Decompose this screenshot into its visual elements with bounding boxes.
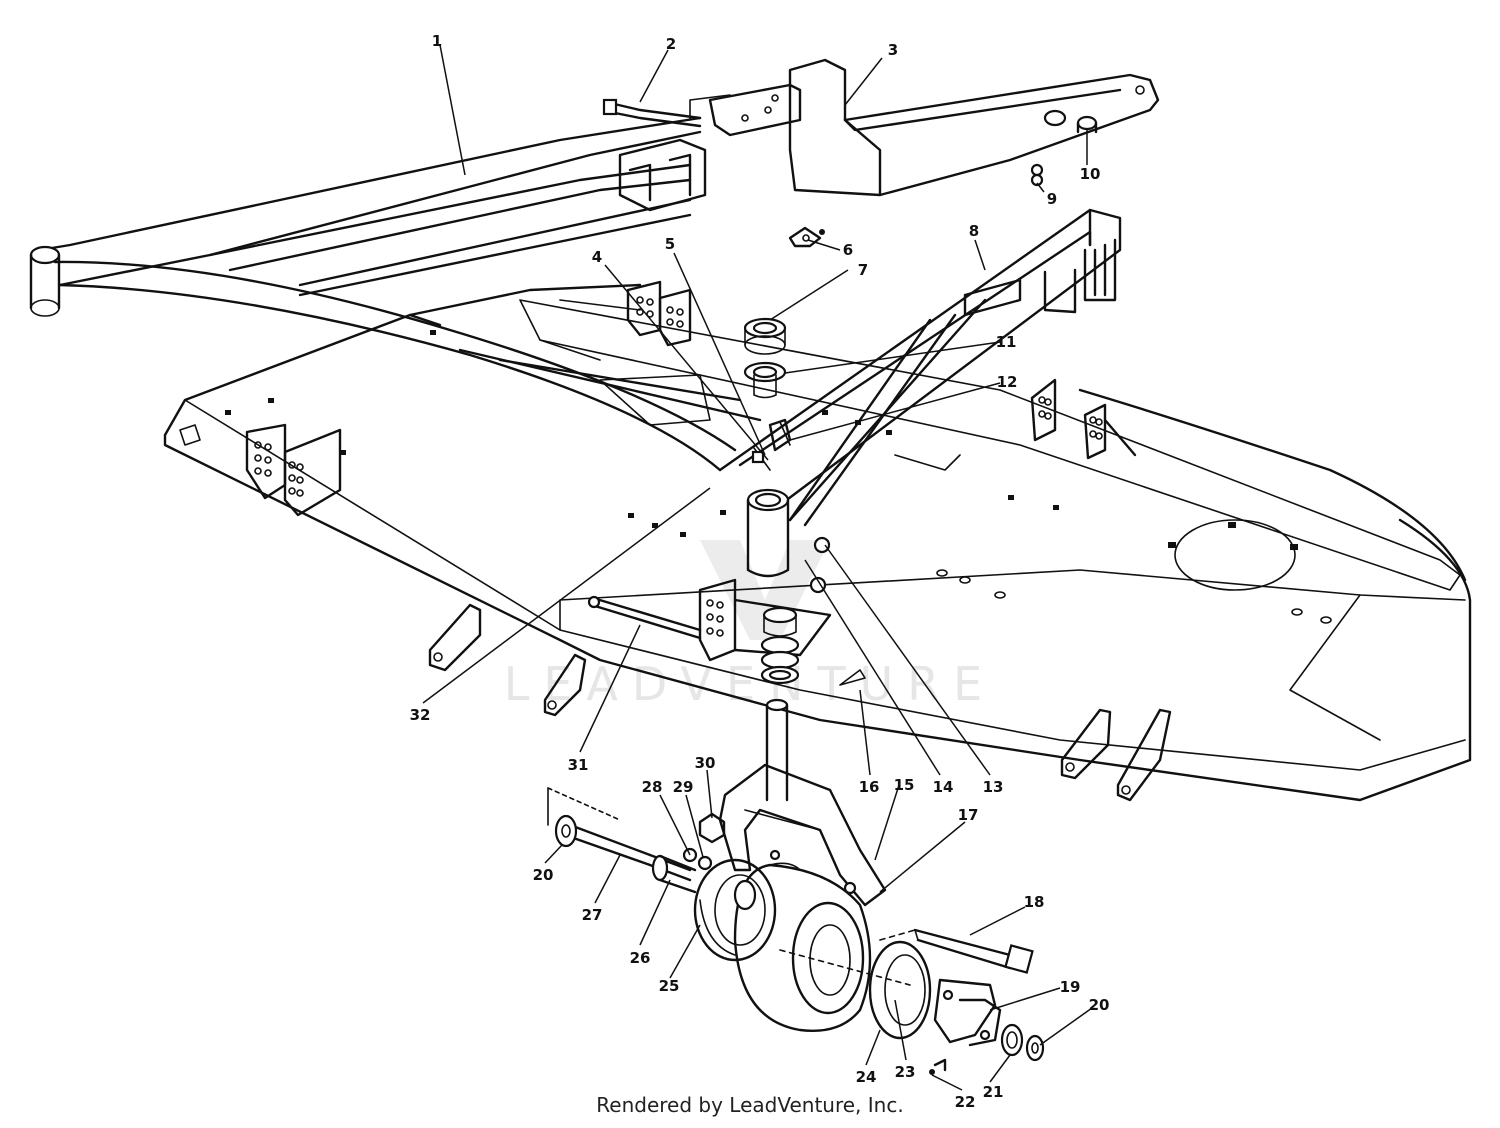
callout-16: 16 — [859, 778, 880, 796]
callout-labels: 1 2 3 4 5 6 7 8 9 10 11 12 13 14 15 16 1… — [410, 32, 1110, 1111]
callout-28: 28 — [642, 778, 663, 796]
hitch-frame — [29, 116, 762, 472]
hitch-bracket — [689, 58, 1160, 197]
callout-23: 23 — [895, 1063, 916, 1081]
deck-skids — [428, 603, 1172, 802]
callout-19: 19 — [1060, 978, 1081, 996]
deck-hangers — [245, 280, 1137, 517]
leader-lines — [422, 44, 1093, 1091]
callout-29: 29 — [673, 778, 694, 796]
callout-9: 9 — [1047, 190, 1057, 208]
deck-holes — [225, 330, 1332, 624]
callout-12: 12 — [997, 373, 1018, 391]
nut-9 — [1030, 163, 1044, 187]
callout-18: 18 — [1024, 893, 1045, 911]
callout-20-right: 20 — [1089, 996, 1110, 1014]
watermark-logo: LEADVENTURE — [504, 540, 997, 711]
callout-25: 25 — [659, 977, 680, 995]
callout-1: 1 — [432, 32, 442, 50]
callout-7: 7 — [858, 261, 868, 279]
callout-13: 13 — [983, 778, 1004, 796]
caster-assembly — [554, 488, 1045, 1075]
footer-credit: Rendered by LeadVenture, Inc. — [596, 1093, 904, 1117]
callout-15: 15 — [894, 776, 915, 794]
callout-27: 27 — [582, 906, 603, 924]
callout-3: 3 — [888, 41, 898, 59]
alignment-guides — [547, 787, 916, 986]
callout-32: 32 — [410, 706, 431, 724]
callout-10: 10 — [1080, 165, 1101, 183]
callout-30: 30 — [695, 754, 716, 772]
mower-deck — [163, 280, 1472, 802]
callout-24: 24 — [856, 1068, 877, 1086]
callout-17: 17 — [958, 806, 979, 824]
callout-5: 5 — [665, 235, 675, 253]
callout-31: 31 — [568, 756, 589, 774]
callout-26: 26 — [630, 949, 651, 967]
callout-2: 2 — [666, 35, 676, 53]
callout-20-left: 20 — [533, 866, 554, 884]
callout-22: 22 — [955, 1093, 976, 1111]
pivot-stack — [743, 226, 825, 471]
callout-8: 8 — [969, 222, 979, 240]
callout-6: 6 — [843, 241, 853, 259]
callout-14: 14 — [933, 778, 954, 796]
callout-4: 4 — [592, 248, 602, 266]
bolt-2 — [602, 98, 702, 128]
callout-11: 11 — [996, 333, 1017, 351]
callout-21: 21 — [983, 1083, 1004, 1101]
pivot-arm — [718, 208, 1122, 527]
watermark-text: LEADVENTURE — [504, 657, 997, 711]
